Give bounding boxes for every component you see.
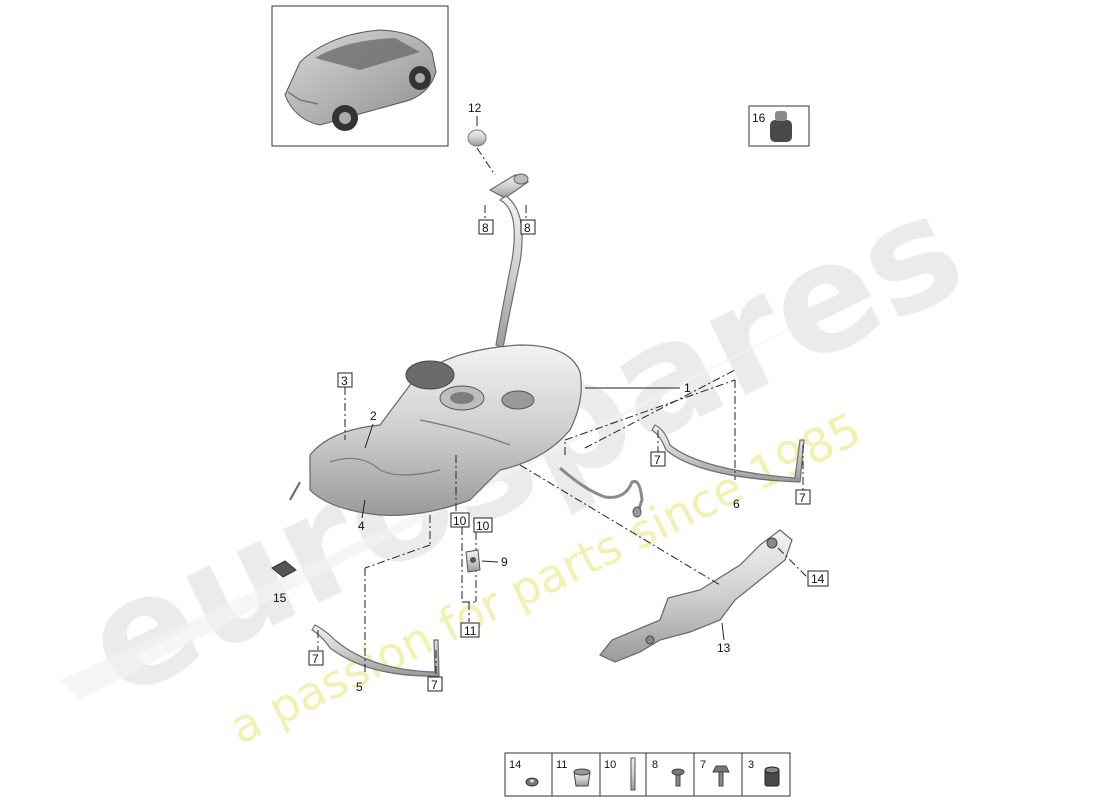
callout-4: 4 [358, 519, 365, 533]
legend-num-8: 8 [652, 759, 658, 771]
part-16-box: 16 [748, 105, 810, 147]
callout-3: 3 [341, 374, 348, 388]
legend-num-3: 3 [748, 759, 754, 771]
bolt-icon [671, 768, 685, 787]
fuel-tank [289, 344, 582, 516]
legend-num-7: 7 [700, 759, 706, 771]
legend-item-10: 10 [604, 757, 636, 791]
callout-7d: 7 [431, 678, 438, 692]
callout-10b: 10 [476, 519, 490, 533]
pad-15 [271, 560, 297, 578]
callout-1: 1 [684, 381, 691, 395]
nut-icon [573, 768, 591, 787]
legend-item-14: 14 [509, 759, 539, 787]
callout-7a: 7 [654, 453, 661, 467]
filler-neck [488, 173, 530, 349]
heat-shield-13 [599, 529, 793, 663]
tank-strap-left [311, 624, 440, 677]
callout-14: 14 [811, 572, 825, 586]
legend-num-14: 14 [509, 759, 521, 771]
legend-num-11: 11 [556, 759, 567, 771]
bolt-washer-icon [712, 765, 730, 787]
hex-nut-icon [764, 766, 780, 787]
fastener-legend: 14 11 10 8 7 [504, 752, 791, 797]
tank-strap-right [651, 424, 805, 483]
bracket-9 [465, 549, 481, 573]
callout-12: 12 [468, 101, 482, 115]
callout-7c: 7 [312, 652, 319, 666]
callout-2: 2 [370, 409, 377, 423]
vehicle-thumbnail [271, 5, 449, 147]
legend-item-8: 8 [652, 759, 685, 787]
car-icon [284, 29, 437, 131]
callout-11: 11 [464, 624, 477, 638]
callout-9: 9 [501, 555, 508, 569]
legend-item-3: 3 [748, 759, 780, 787]
callout-5: 5 [356, 680, 363, 694]
fuel-cap-icon [467, 129, 487, 147]
legend-item-11: 11 [556, 759, 591, 787]
stud-icon [630, 757, 636, 791]
callout-16: 16 [752, 111, 766, 125]
callout-7b: 7 [799, 491, 806, 505]
callout-8a: 8 [482, 221, 489, 235]
legend-num-10: 10 [604, 759, 616, 771]
legend-item-7: 7 [700, 759, 730, 787]
washer-icon [525, 777, 539, 787]
callout-13: 13 [717, 641, 731, 655]
callout-10a: 10 [453, 514, 467, 528]
sealant-bottle-icon [770, 111, 792, 142]
callout-15: 15 [273, 591, 287, 605]
callout-6: 6 [733, 497, 740, 511]
fuel-line [559, 466, 644, 518]
callout-8b: 8 [524, 221, 531, 235]
